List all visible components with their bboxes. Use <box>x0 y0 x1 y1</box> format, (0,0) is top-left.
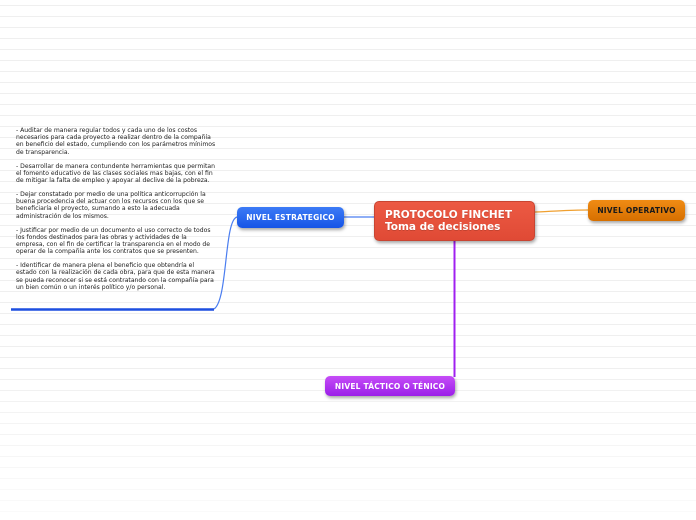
note-item: - Desarrollar de manera contundente herr… <box>16 162 215 185</box>
branch-label: NIVEL TÁCTICO O TÉNICO <box>334 381 446 391</box>
branch-node-operativo[interactable]: NIVEL OPERATIVO <box>588 200 685 221</box>
branch-label: NIVEL ESTRATEGICO <box>246 213 335 222</box>
branch-node-estrategico[interactable]: NIVEL ESTRATEGICO <box>237 207 344 228</box>
connector-notes-curve <box>213 216 238 310</box>
note-item: - Dejar constatado por medio de una polí… <box>16 191 206 220</box>
note-item: - Justificar por medio de un documento e… <box>16 226 211 256</box>
branch-node-tactico[interactable]: NIVEL TÁCTICO O TÉNICO <box>325 376 455 396</box>
connector-operativo <box>534 209 589 213</box>
note-item: - Auditar de manera regular todos y cada… <box>16 127 216 156</box>
estrategico-notes[interactable]: - Auditar de manera regular todos y cada… <box>16 127 216 298</box>
central-subtitle: Toma de decisiones <box>385 221 501 233</box>
central-title: PROTOCOLO FINCHET <box>385 209 513 221</box>
branch-label: NIVEL OPERATIVO <box>597 206 676 215</box>
central-topic-node[interactable]: PROTOCOLO FINCHET Toma de decisiones <box>374 201 535 241</box>
note-item: - Identificar de manera plena el benefic… <box>16 262 215 291</box>
